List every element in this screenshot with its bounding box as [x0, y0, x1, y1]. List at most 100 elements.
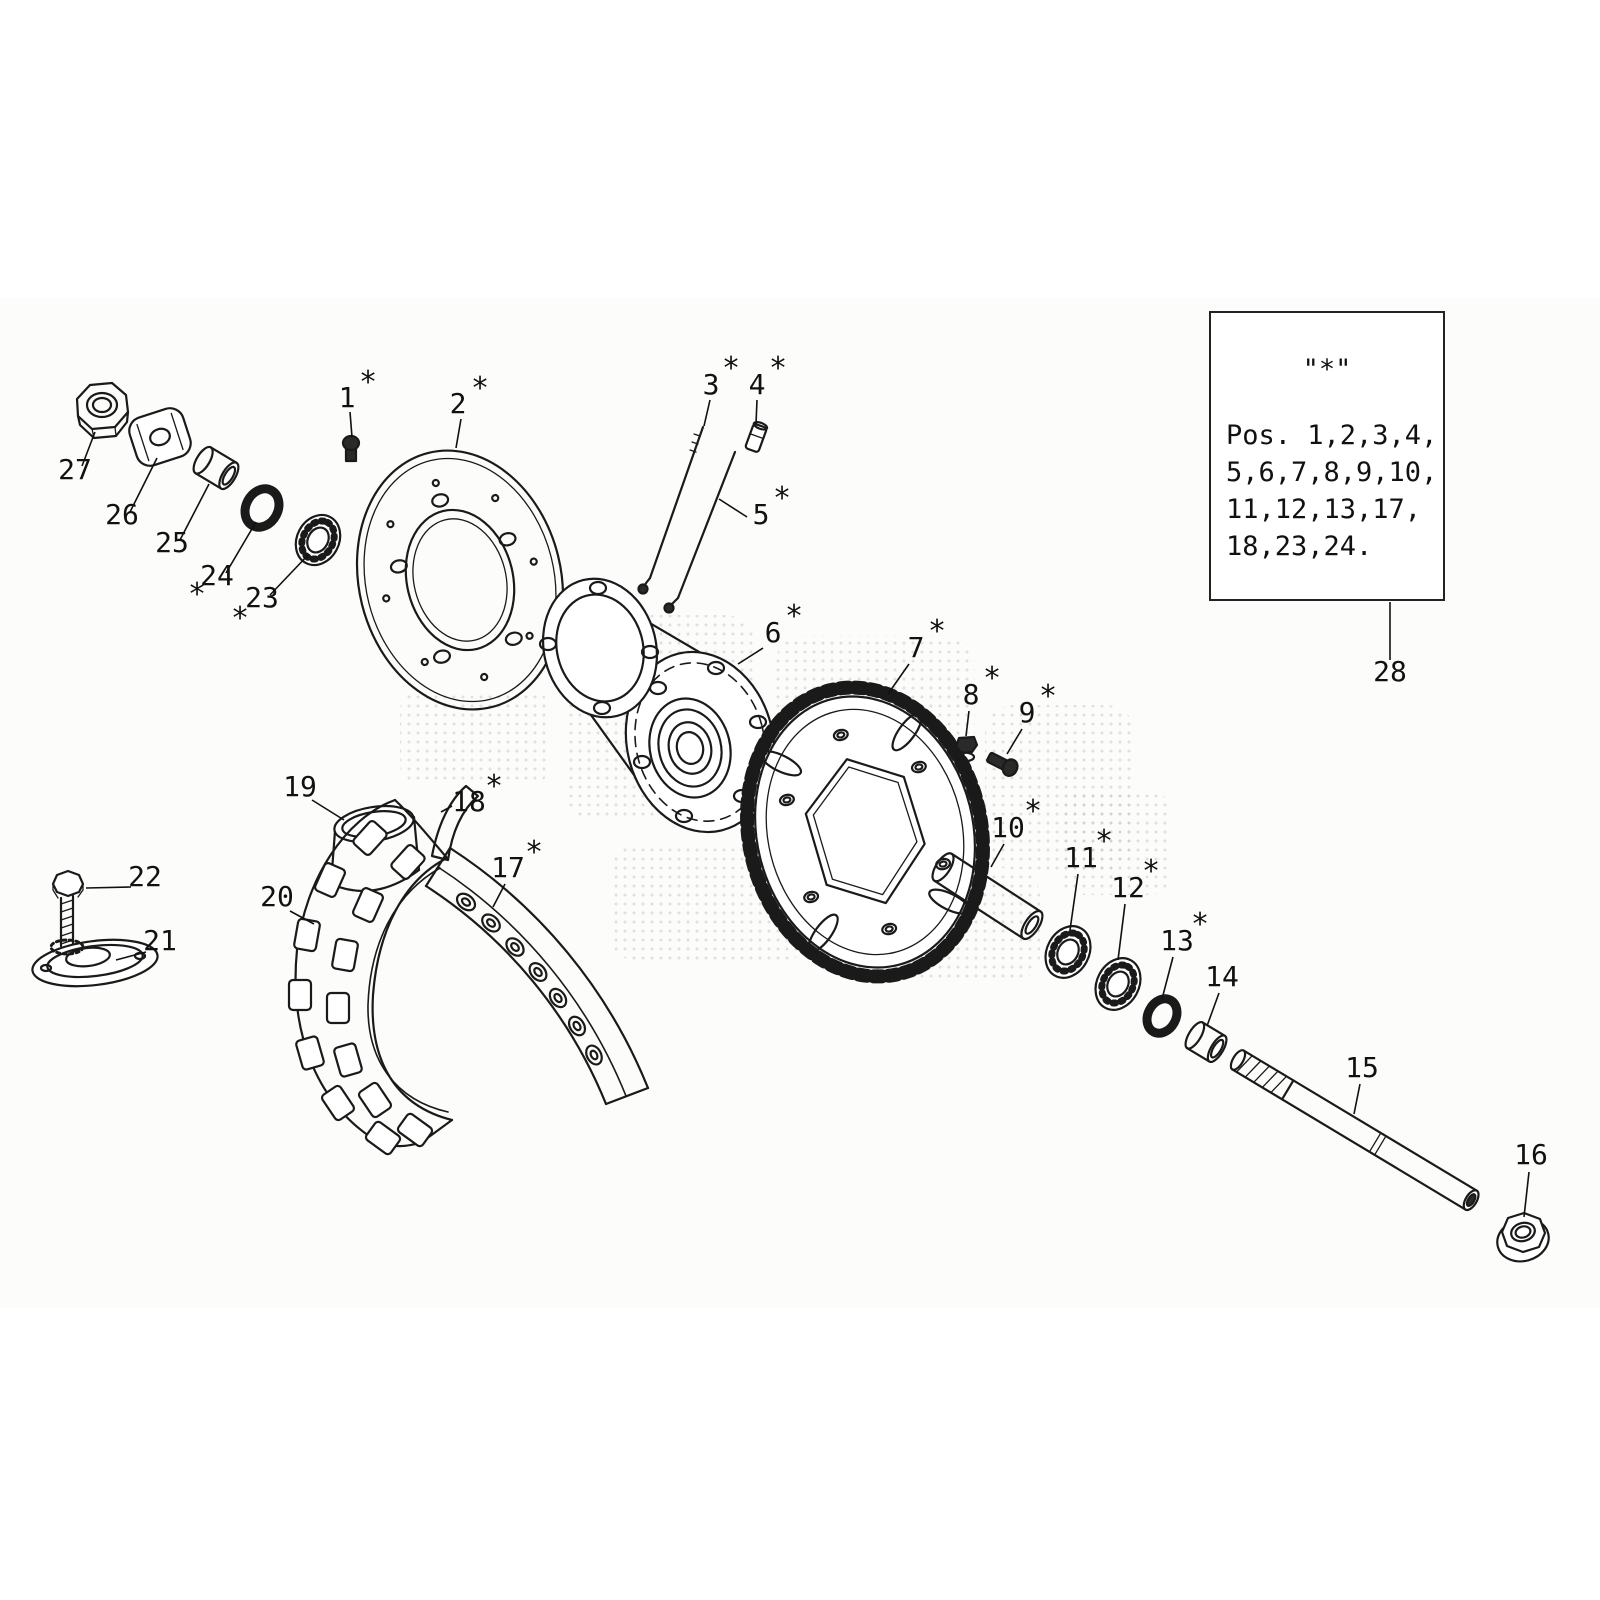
callout-12: 12 * [1111, 854, 1160, 961]
label-21: 21 [143, 924, 177, 957]
label-11-star: * [1095, 824, 1113, 859]
label-2: 2 [450, 387, 467, 420]
leader-line-27 [81, 431, 96, 467]
part-12-bearing [1094, 957, 1142, 1011]
label-5: 5 [753, 498, 770, 531]
label-5-star: * [773, 481, 791, 516]
callouts: 1 * 2 * 3 * 4 * 5 * 6 * 7 [58, 351, 1548, 1218]
callout-13: 13 * [1160, 907, 1209, 1000]
label-6: 6 [765, 616, 782, 649]
part-24-oil-seal [240, 484, 284, 532]
label-8-star: * [983, 661, 1001, 696]
label-7-star: * [928, 614, 946, 649]
callout-10: 10 * [990, 794, 1042, 868]
label-16: 16 [1514, 1138, 1548, 1171]
label-1-star: * [359, 365, 377, 400]
leader-line-11 [1069, 873, 1079, 931]
part-14-spacer-bushing [1184, 1020, 1228, 1064]
part-17-rim [424, 846, 650, 1106]
callout-7: 7 * [887, 614, 946, 695]
note-box-line-1: Pos. 1,2,3,4, [1226, 420, 1437, 451]
watermark-patch [400, 690, 550, 785]
part-5-spoke [663, 450, 737, 614]
callout-2: 2 * [450, 371, 489, 449]
part-26-chain-adjuster [128, 407, 192, 467]
leader-line-4 [755, 399, 758, 425]
callout-23: 23 * [231, 553, 310, 636]
callout-14: 14 [1205, 960, 1239, 1027]
label-15: 15 [1345, 1051, 1379, 1084]
part-7-sprocket [740, 680, 990, 984]
callout-4: 4 * [749, 351, 787, 425]
leader-line-2 [455, 418, 462, 449]
leader-line-14 [1206, 992, 1220, 1027]
part-15-rear-axle [1229, 1049, 1480, 1212]
callout-18: 18 * [440, 769, 503, 818]
leader-line-12 [1117, 903, 1126, 961]
label-24-star: * [188, 577, 206, 612]
part-4-spoke-nipple [744, 420, 769, 453]
label-7: 7 [908, 631, 925, 664]
leader-line-17 [492, 883, 506, 908]
part-25-spacer-collar [192, 445, 240, 491]
leader-line-3 [703, 399, 711, 427]
label-12: 12 [1111, 871, 1145, 904]
label-12-star: * [1142, 854, 1160, 889]
label-27: 27 [58, 453, 92, 486]
note-box-frame [1209, 311, 1445, 601]
leader-line-7 [887, 663, 910, 695]
label-13: 13 [1160, 924, 1194, 957]
label-3-star: * [722, 351, 740, 386]
part-13-oil-seal [1142, 994, 1182, 1038]
label-14: 14 [1205, 960, 1239, 993]
leader-line-20 [289, 910, 315, 925]
label-10: 10 [991, 811, 1025, 844]
label-2-star: * [471, 371, 489, 406]
leader-line-16 [1523, 1171, 1530, 1218]
part-16-axle-nut [1496, 1211, 1550, 1263]
callout-9: 9 * [1006, 679, 1057, 755]
note-box-line-4: 18,23,24. [1226, 531, 1372, 562]
note-box-line-3: 11,12,13,17, [1226, 494, 1421, 525]
label-9: 9 [1019, 696, 1036, 729]
label-1: 1 [339, 381, 356, 414]
label-8: 8 [963, 678, 980, 711]
label-9-star: * [1039, 679, 1057, 714]
callout-8: 8 * [963, 661, 1001, 737]
leader-line-22 [85, 886, 132, 889]
leader-line-21 [115, 951, 147, 961]
callout-28: 28 [1373, 602, 1407, 688]
label-23: 23 [245, 581, 279, 614]
leader-line-23 [269, 553, 310, 596]
callout-16: 16 [1514, 1138, 1548, 1218]
callout-1: 1 * [339, 365, 377, 438]
callout-5: 5 * [718, 481, 791, 531]
label-3: 3 [703, 368, 720, 401]
leader-line-1 [349, 411, 353, 438]
part-20-tire [287, 798, 454, 1156]
label-13-star: * [1191, 907, 1209, 942]
label-18-star: * [485, 769, 503, 804]
label-22: 22 [128, 860, 162, 893]
label-26: 26 [105, 498, 139, 531]
part-8-sprocket-nut [952, 735, 979, 763]
label-24: 24 [200, 559, 234, 592]
callout-24: 24 * [188, 521, 257, 612]
note-box: "*" Pos. 1,2,3,4, 5,6,7,8,9,10, 11,12,13… [1209, 311, 1445, 601]
leader-line-8 [965, 710, 970, 737]
label-4: 4 [749, 368, 766, 401]
part-3-spoke [637, 425, 705, 595]
part-18-rim-band [430, 784, 480, 862]
leader-line-18 [440, 805, 453, 813]
watermark-patch [1060, 790, 1170, 895]
label-4-star: * [769, 351, 787, 386]
callout-15: 15 [1345, 1051, 1379, 1115]
callout-19: 19 [283, 770, 345, 821]
leader-line-6 [737, 647, 764, 665]
note-box-line-2: 5,6,7,8,9,10, [1226, 457, 1437, 488]
leader-line-19 [311, 799, 345, 821]
leader-line-10 [990, 843, 1005, 868]
label-20: 20 [260, 880, 294, 913]
callout-6: 6 * [737, 599, 803, 665]
part-22-rim-lock-nut [51, 869, 85, 899]
